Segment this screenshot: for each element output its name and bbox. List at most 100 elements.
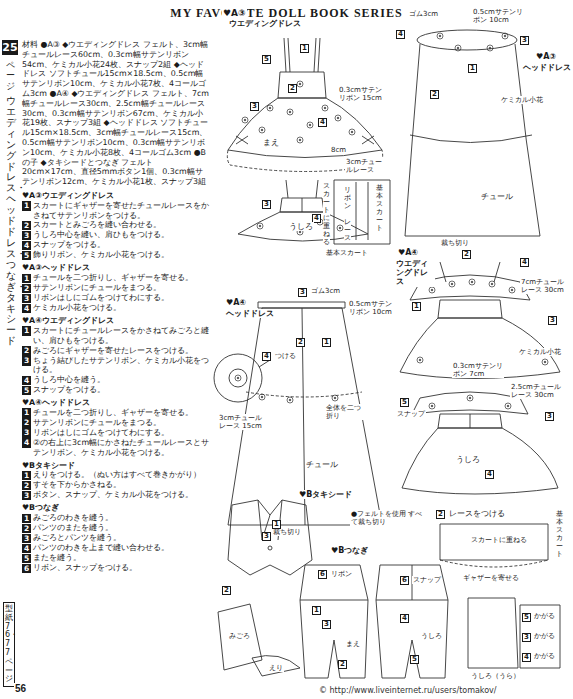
step-number: 1 — [22, 201, 31, 211]
callout-number: 3 — [262, 200, 271, 209]
part-label: かがる — [533, 612, 556, 620]
part-label: 8cm — [330, 146, 347, 154]
part-label: ゴム3cm — [310, 287, 341, 295]
chemical-flower — [437, 33, 443, 39]
section-heading: ♥A④ヘッドドレス — [22, 398, 210, 408]
callout-number: 3 — [262, 532, 271, 541]
bodice — [438, 414, 502, 428]
chemical-flower — [297, 81, 303, 87]
chemical-flower — [467, 395, 473, 401]
strap — [440, 262, 500, 282]
materials-text: 材料 ●A③ ◆ウエディングドレス フェルト、3cm幅チュールレース60cm、0… — [22, 40, 210, 187]
tulle-fold — [410, 135, 532, 143]
step-text: ケミカル小花をつける。 — [33, 303, 121, 313]
skirt — [228, 98, 382, 158]
flower-center — [289, 111, 291, 113]
watermark: © http://www.liveinternet.ru/users/tomak… — [318, 686, 498, 695]
step-number: 1 — [22, 471, 31, 481]
chemical-flower — [259, 127, 265, 133]
step-number: 3 — [22, 534, 31, 544]
step-text: スナップをつける。 — [33, 240, 105, 250]
step-number: 1 — [22, 326, 31, 336]
romper-back — [376, 565, 448, 678]
step-text: ②の右上に3cm幅にかさねたチュールレースとサテンリボン、ケミカル小花をつける。 — [33, 438, 210, 458]
step-number: 2 — [22, 524, 31, 534]
flower-center — [544, 361, 546, 363]
pattern-page-box: 型紙76・77ページ — [3, 602, 15, 687]
callout-number: 3 — [520, 36, 529, 45]
step-row: 2サテンリボンにチュールをまつる。 — [22, 283, 210, 293]
chemical-flower — [455, 45, 461, 51]
node-text: 型紙76・77ページ — [5, 605, 13, 684]
step-text: すそを下からかさねる。 — [33, 480, 121, 490]
step-number: 4 — [22, 544, 31, 554]
chemical-flower — [449, 281, 455, 287]
callout-number: 3 — [298, 288, 307, 297]
step-number: 1 — [22, 274, 31, 284]
step-number: 4 — [22, 304, 31, 314]
section-heading: ♥Bタキシード — [22, 461, 210, 471]
chemical-flower — [429, 403, 435, 409]
step-row: 4パンツのわきを上まで縫い合わせる。 — [22, 543, 210, 553]
step-number: 3 — [22, 356, 31, 366]
part-label: 裁ち切り — [440, 239, 470, 247]
headband — [417, 30, 517, 50]
part-label: 全体を二つ折り — [325, 404, 367, 420]
step-row: 2パンツのまたを縫う。 — [22, 523, 210, 533]
chemical-flower — [332, 395, 338, 401]
flower-center — [309, 124, 311, 126]
chemical-flower — [469, 279, 475, 285]
step-number: 3 — [22, 294, 31, 304]
flower-center — [511, 289, 513, 291]
callout-number: 1 — [272, 520, 281, 529]
flower-center — [469, 397, 471, 399]
vertical-note: 基本スカート — [556, 510, 563, 558]
skirt-layer-detail — [334, 180, 390, 244]
step-text: リボンはしにゴムをつけてわにする。 — [33, 428, 169, 438]
part-label: うしろ — [455, 455, 481, 464]
part-label: 0.5cmサテンリボン 10cm — [348, 300, 395, 316]
callout-number: 2 — [462, 250, 471, 259]
node-text: 25 — [2, 41, 18, 54]
callout-number: 5 — [262, 55, 271, 64]
callout-number: 3 — [522, 633, 531, 642]
step-row: 5スナップをつける。 — [22, 385, 210, 395]
step-text: うしろ中心を縫い、肩ひもをつける。 — [33, 230, 169, 240]
pattern-piece-collar — [252, 656, 300, 676]
part-label: うしろ — [288, 222, 314, 231]
callout-number: 4 — [396, 30, 405, 39]
callout-number: 2 — [288, 84, 297, 93]
step-text: ボタン、スナップ、ケミカル小花をつける。 — [33, 490, 193, 500]
step-row: 3みごろとパンツを縫う。 — [22, 533, 210, 543]
step-text: みごろにギャザーを寄せたレースをつける。 — [33, 346, 193, 356]
chemical-flower — [322, 105, 328, 111]
callout-number: 2 — [338, 660, 347, 669]
strap — [284, 38, 320, 72]
step-number: 1 — [22, 514, 31, 524]
chemical-flower — [502, 33, 508, 39]
callout-number: 3 — [545, 412, 554, 421]
part-label: つける — [274, 352, 297, 360]
flower-center — [261, 129, 263, 131]
step-text: みごろとパンツを縫う。 — [33, 533, 121, 543]
step-number: 5 — [22, 251, 31, 261]
step-text: スカートにギャザーを寄せたチュールレースをかさねてサテンリボンをつける。 — [33, 201, 210, 221]
part-label: スカートに重ねる — [470, 536, 528, 544]
section-heading: ♥A④ウエディングドレス — [22, 316, 210, 326]
part-label: ギャザーを寄せる — [462, 574, 520, 582]
flower-center — [299, 83, 301, 85]
chemical-flower — [287, 397, 293, 403]
step-row: 4②の右上に3cm幅にかさねたチュールレースとサテンリボン、ケミカル小花をつける… — [22, 438, 210, 458]
step-text: サテンリボンにチュールをまつる。 — [33, 418, 161, 428]
part-label: スナップ — [412, 576, 442, 584]
flower-center — [491, 283, 493, 285]
callout-number: 4 — [318, 118, 327, 127]
part-label: チュール — [480, 192, 514, 201]
callout-number: 4 — [520, 258, 529, 267]
step-row: 1スカートにギャザーを寄せたチュールレースをかさねてサテンリボンをつける。 — [22, 201, 210, 221]
step-row: 6リボン、スナップをつける。 — [22, 563, 210, 573]
figure-heading: ウエディングドレス — [395, 259, 435, 287]
part-label: まえ — [345, 640, 361, 648]
callout-number: 4 — [262, 352, 271, 361]
step-number: 2 — [22, 221, 31, 231]
